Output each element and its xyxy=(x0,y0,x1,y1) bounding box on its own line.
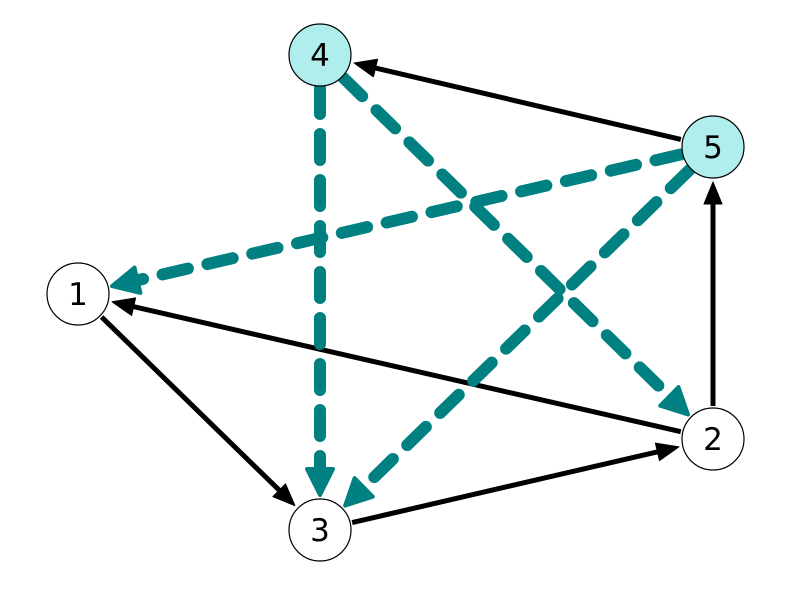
node-circle xyxy=(288,498,352,562)
arrowhead xyxy=(343,476,375,508)
edge-5-to-4 xyxy=(353,58,682,142)
node-3: 3 xyxy=(288,498,352,562)
arrowhead xyxy=(111,297,137,316)
node-circle xyxy=(681,115,745,179)
arrowhead xyxy=(654,442,680,462)
edge-line xyxy=(99,315,283,494)
edge-4-to-3 xyxy=(305,82,335,497)
edge-line xyxy=(372,65,682,142)
edge-5-to-3 xyxy=(343,164,696,508)
arrowhead xyxy=(658,385,690,417)
node-circle xyxy=(46,262,110,326)
edge-line xyxy=(129,148,687,287)
node-label: 5 xyxy=(703,130,723,166)
node-label: 2 xyxy=(703,422,723,458)
arrowhead xyxy=(272,483,296,507)
arrowhead xyxy=(305,467,335,497)
node-label: 1 xyxy=(68,277,88,313)
edge-3-to-2 xyxy=(351,442,680,525)
node-1: 1 xyxy=(46,262,110,326)
edge-line xyxy=(337,72,677,404)
edge-line xyxy=(351,448,660,525)
edge-2-to-5 xyxy=(703,181,723,406)
arrowhead xyxy=(703,181,723,205)
edge-line xyxy=(131,303,682,435)
node-circle xyxy=(681,407,745,471)
edges xyxy=(99,58,723,525)
edge-4-to-2 xyxy=(337,72,690,417)
node-4: 4 xyxy=(288,23,352,87)
node-5: 5 xyxy=(681,115,745,179)
edge-line xyxy=(356,164,696,495)
node-label: 4 xyxy=(310,38,330,74)
edge-1-to-3 xyxy=(99,315,296,507)
nodes: 1 2 3 4 5 xyxy=(46,23,745,562)
node-label: 3 xyxy=(310,513,330,549)
edge-5-to-1 xyxy=(110,148,687,295)
arrowhead xyxy=(110,265,143,295)
arrowhead xyxy=(353,58,379,78)
node-circle xyxy=(288,23,352,87)
node-2: 2 xyxy=(681,407,745,471)
edge-2-to-1 xyxy=(111,297,682,435)
